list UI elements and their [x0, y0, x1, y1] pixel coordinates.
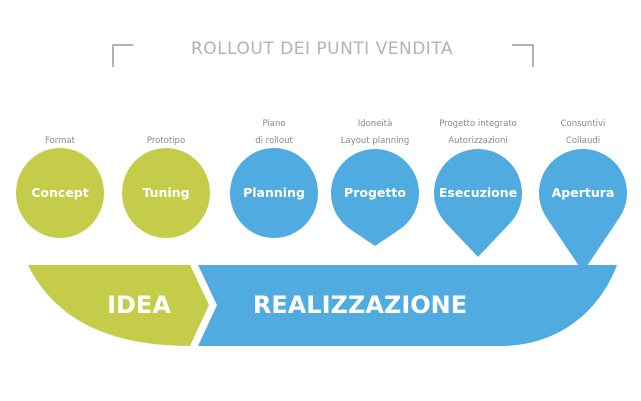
stage-sublabel: Autorizzazioni — [448, 136, 508, 146]
stage-label: Esecuzione — [439, 185, 517, 200]
stage-sublabel: Format — [45, 136, 76, 146]
diagram-title: ROLLOUT DEI PUNTI VENDITA — [191, 39, 453, 59]
stage-drop-marker — [433, 149, 522, 257]
idea-label: IDEA — [107, 291, 171, 319]
stage-label: Apertura — [552, 185, 615, 200]
stage-label: Tuning — [142, 185, 189, 200]
title-bracket-left — [112, 44, 133, 67]
stage-sublabel: Idoneità — [358, 119, 393, 129]
stage-tuning: Tuning Prototipo — [122, 136, 210, 238]
stage-sublabel: Consuntivi — [561, 119, 606, 129]
stage-sublabel: Layout planning — [341, 136, 409, 146]
stage-circle — [230, 148, 318, 238]
stage-sublabel: di rollout — [255, 136, 293, 146]
stage-label: Concept — [31, 185, 88, 200]
stage-concept: Concept Format — [16, 136, 104, 238]
stage-circle — [122, 148, 210, 238]
stage-sublabel: Collaudi — [566, 136, 600, 146]
stage-label: Planning — [243, 185, 305, 200]
stage-sublabel: Piano — [262, 119, 285, 129]
title-bracket-right — [512, 44, 534, 67]
stage-sublabel: Prototipo — [147, 136, 185, 146]
idea-phase-band — [28, 265, 209, 346]
stage-sublabel: Progetto integrato — [439, 119, 517, 129]
realizzazione-label: REALIZZAZIONE — [253, 291, 467, 319]
realizzazione-phase-band — [198, 265, 617, 346]
stage-label: Progetto — [344, 185, 406, 200]
stage-circle — [16, 148, 104, 238]
stage-esecuzione: Esecuzione Progetto integratoAutorizzazio… — [433, 119, 522, 257]
stage-drop-marker — [330, 149, 419, 246]
stage-drop-marker — [539, 148, 627, 272]
stage-planning: Planning Piano di rollout — [230, 119, 318, 238]
